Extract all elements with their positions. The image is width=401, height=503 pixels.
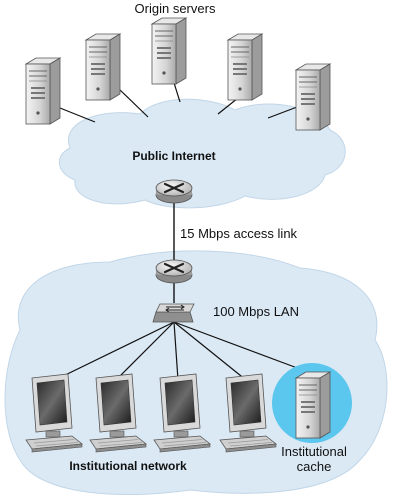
origin-server bbox=[295, 63, 331, 131]
public-internet-cloud bbox=[58, 98, 346, 209]
origin-server bbox=[151, 17, 187, 85]
origin-server bbox=[25, 57, 61, 125]
institution-router bbox=[154, 258, 194, 285]
origin-servers-label: Origin servers bbox=[135, 1, 216, 16]
lan-links bbox=[54, 321, 309, 381]
institutional-cache-server bbox=[295, 371, 331, 439]
origin-server bbox=[85, 33, 121, 101]
institutional-network-label: Institutional network bbox=[69, 459, 187, 473]
origin-server bbox=[227, 33, 263, 101]
lan-switch bbox=[152, 303, 195, 323]
institutional-cache-label-line1: Institutional bbox=[281, 444, 347, 459]
institutional-cache-label-line2: cache bbox=[297, 459, 332, 474]
lan-label: 100 Mbps LAN bbox=[213, 304, 299, 319]
public-internet-label: Public Internet bbox=[132, 149, 215, 163]
access-link-label: 15 Mbps access link bbox=[180, 226, 298, 241]
internet-router bbox=[154, 178, 194, 205]
